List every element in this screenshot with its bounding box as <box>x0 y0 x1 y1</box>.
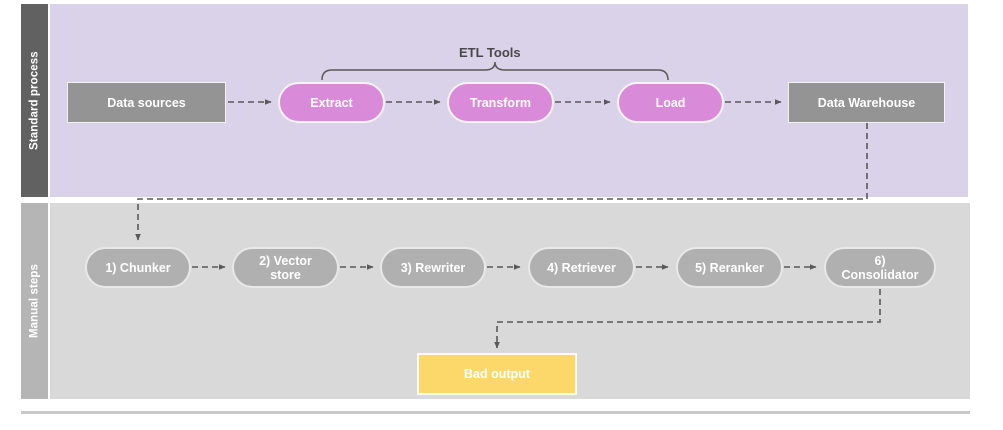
bottom-divider <box>21 411 970 414</box>
node-load[interactable]: Load <box>617 82 724 123</box>
node-consolidator[interactable]: 6) Consolidator <box>824 247 936 288</box>
node-data-sources[interactable]: Data sources <box>67 82 226 123</box>
node-chunker[interactable]: 1) Chunker <box>85 247 191 288</box>
node-data-warehouse[interactable]: Data Warehouse <box>788 82 945 123</box>
node-extract[interactable]: Extract <box>278 82 385 123</box>
etl-tools-label: ETL Tools <box>459 45 521 60</box>
node-reranker[interactable]: 5) Reranker <box>676 247 783 288</box>
node-vector-store[interactable]: 2) Vector store <box>232 247 339 288</box>
lane-label-manual-steps: Manual steps <box>21 203 48 399</box>
node-bad-output[interactable]: Bad output <box>417 353 577 395</box>
lane-label-standard-process: Standard process <box>21 4 48 197</box>
node-rewriter[interactable]: 3) Rewriter <box>380 247 486 288</box>
node-transform[interactable]: Transform <box>447 82 554 123</box>
node-retriever[interactable]: 4) Retriever <box>528 247 635 288</box>
